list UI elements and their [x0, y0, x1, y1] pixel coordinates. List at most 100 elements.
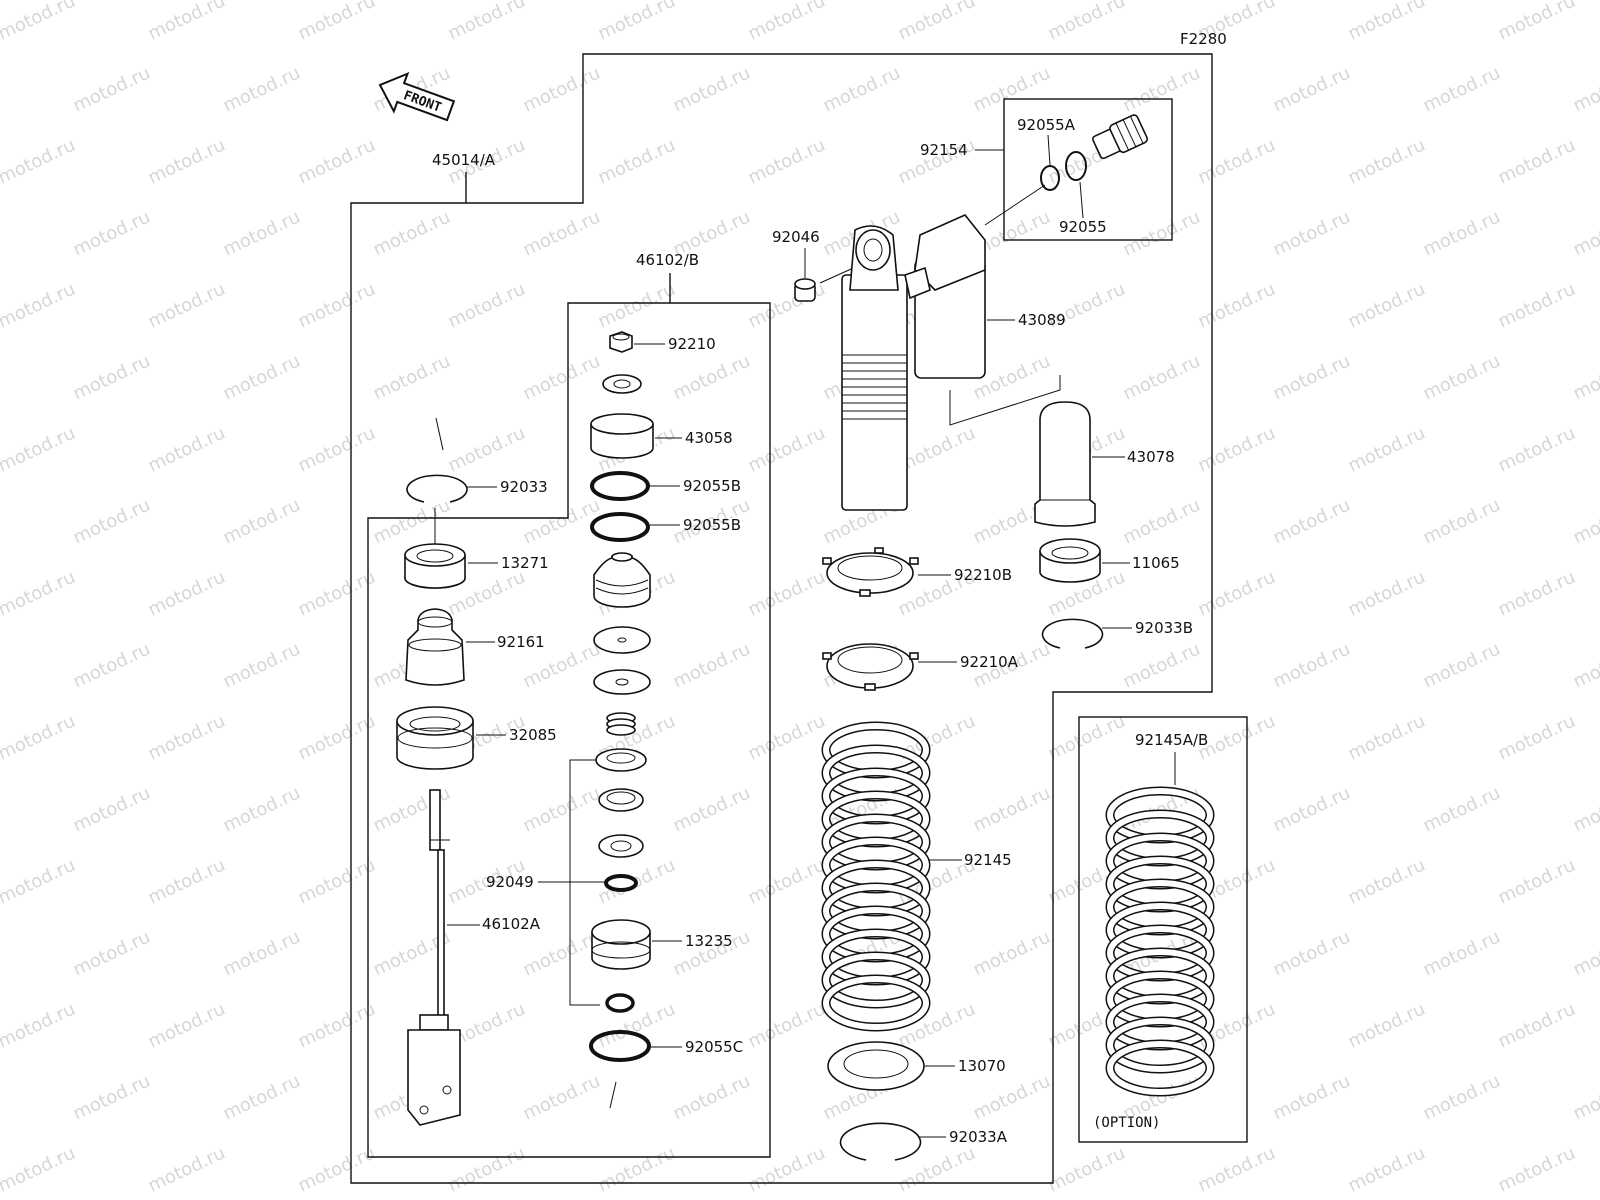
- watermark-text: motod.ru: [145, 999, 229, 1053]
- watermark-text: motod.ru: [145, 855, 229, 909]
- watermark-text: motod.ru: [1345, 0, 1429, 45]
- watermark-text: motod.ru: [220, 1071, 304, 1125]
- part-92210-nut: [609, 331, 633, 353]
- watermark-text: motod.ru: [295, 135, 379, 189]
- label-11065: 11065: [1132, 554, 1180, 572]
- label-43078: 43078: [1127, 448, 1175, 466]
- watermark-text: motod.ru: [745, 423, 829, 477]
- part-13070: [827, 1041, 925, 1091]
- part-92033A: [839, 1122, 922, 1161]
- part-92055B-2: [590, 512, 650, 542]
- watermark-text: motod.ru: [220, 639, 304, 693]
- watermark-text: motod.ru: [0, 855, 79, 909]
- watermark-text: motod.ru: [520, 783, 604, 837]
- watermark-text: motod.ru: [1495, 279, 1579, 333]
- part-13235: [591, 919, 651, 970]
- part-92145: [821, 721, 931, 1032]
- watermark-text: motod.ru: [1420, 351, 1504, 405]
- watermark-text: motod.ru: [70, 783, 154, 837]
- watermark-text: motod.ru: [70, 495, 154, 549]
- watermark-text: motod.ru: [970, 783, 1054, 837]
- part-43078: [1034, 401, 1096, 527]
- watermark-text: motod.ru: [1120, 639, 1204, 693]
- part-43058: [590, 413, 654, 459]
- damper-assembly-outline: [367, 302, 771, 1158]
- spring-coil-fill: [1107, 1018, 1213, 1072]
- watermark-text: motod.ru: [1120, 495, 1204, 549]
- watermark-text: motod.ru: [220, 207, 304, 261]
- watermark-text: motod.ru: [220, 351, 304, 405]
- watermark-text: motod.ru: [1420, 639, 1504, 693]
- watermark-text: motod.ru: [670, 783, 754, 837]
- watermark-text: motod.ru: [745, 135, 829, 189]
- label-92049: 92049: [486, 873, 534, 891]
- watermark-text: motod.ru: [1345, 999, 1429, 1053]
- watermark-text: motod.ru: [1045, 0, 1129, 45]
- label-92210: 92210: [668, 335, 716, 353]
- watermark-text: motod.ru: [670, 1071, 754, 1125]
- watermark-text: motod.ru: [745, 711, 829, 765]
- label-92145AB: 92145A/B: [1135, 731, 1208, 749]
- label-92210B: 92210B: [954, 566, 1012, 584]
- watermark-text: motod.ru: [1570, 639, 1600, 693]
- watermark-text: motod.ru: [1420, 927, 1504, 981]
- label-92145: 92145: [964, 851, 1012, 869]
- watermark-text: motod.ru: [1195, 567, 1279, 621]
- watermark-text: motod.ru: [295, 999, 379, 1053]
- watermark-text: motod.ru: [520, 351, 604, 405]
- shim-2: [593, 669, 651, 695]
- part-92145AB: [1105, 786, 1215, 1097]
- watermark-text: motod.ru: [1345, 711, 1429, 765]
- watermark-text: motod.ru: [1045, 711, 1129, 765]
- watermark-text: motod.ru: [670, 63, 754, 117]
- label-92055C: 92055C: [685, 1038, 743, 1056]
- watermark-text: motod.ru: [1120, 63, 1204, 117]
- watermark-text: motod.ru: [295, 279, 379, 333]
- watermark-text: motod.ru: [295, 855, 379, 909]
- watermark-text: motod.ru: [0, 711, 79, 765]
- label-13235: 13235: [685, 932, 733, 950]
- adjuster-valve: [1091, 114, 1149, 160]
- watermark-text: motod.ru: [595, 279, 679, 333]
- watermark-text: motod.ru: [745, 567, 829, 621]
- watermark-text: motod.ru: [70, 1071, 154, 1125]
- watermark-text: motod.ru: [1420, 1071, 1504, 1125]
- watermark-text: motod.ru: [1270, 207, 1354, 261]
- watermark-text: motod.ru: [295, 711, 379, 765]
- watermark-text: motod.ru: [1495, 855, 1579, 909]
- watermark-text: motod.ru: [1570, 783, 1600, 837]
- watermark-text: motod.ru: [1270, 495, 1354, 549]
- watermark-text: motod.ru: [1345, 855, 1429, 909]
- watermark-text: motod.ru: [1195, 423, 1279, 477]
- watermark-text: motod.ru: [445, 279, 529, 333]
- watermark-text: motod.ru: [745, 279, 829, 333]
- watermark-text: motod.ru: [0, 0, 79, 45]
- watermark-text: motod.ru: [1120, 351, 1204, 405]
- label-43089: 43089: [1018, 311, 1066, 329]
- diagram-code: F2280: [1180, 30, 1227, 48]
- label-43058: 43058: [685, 429, 733, 447]
- part-92161: [405, 608, 465, 686]
- watermark-text: motod.ru: [1495, 711, 1579, 765]
- watermark-text: motod.ru: [1270, 639, 1354, 693]
- spring-coil-fill: [823, 953, 929, 1007]
- washer: [602, 374, 642, 394]
- label-92033: 92033: [500, 478, 548, 496]
- watermark-text: motod.ru: [445, 0, 529, 45]
- part-92033B: [1041, 618, 1104, 649]
- watermark-text: motod.ru: [220, 927, 304, 981]
- watermark-text: motod.ru: [1570, 495, 1600, 549]
- watermark-text: motod.ru: [1195, 279, 1279, 333]
- watermark-text: motod.ru: [520, 927, 604, 981]
- watermark-text: motod.ru: [1420, 495, 1504, 549]
- watermark-text: motod.ru: [70, 351, 154, 405]
- part-92049: [604, 874, 638, 892]
- seat-2: [598, 788, 644, 812]
- watermark-text: motod.ru: [1495, 0, 1579, 45]
- watermark-text: motod.ru: [0, 423, 79, 477]
- part-13271: [404, 543, 466, 589]
- watermark-text: motod.ru: [820, 63, 904, 117]
- watermark-text: motod.ru: [595, 1143, 679, 1197]
- watermark-text: motod.ru: [1270, 351, 1354, 405]
